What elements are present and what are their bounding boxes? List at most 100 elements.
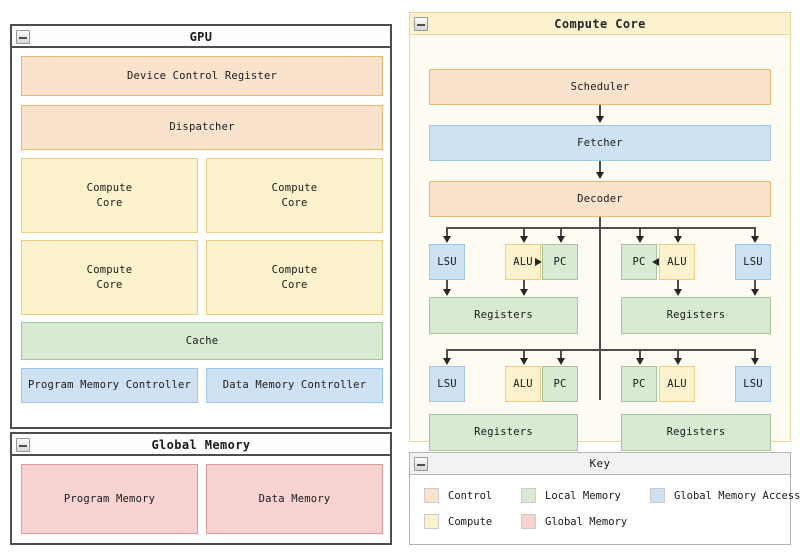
global-memory-access-swatch: [650, 488, 665, 503]
alu1-to-registers-arrow: [519, 289, 528, 296]
key-entry-global-memory: Global Memory: [521, 514, 627, 529]
lsu1-to-registers-arrow: [442, 289, 451, 296]
alu1-to-registers-line: [523, 280, 525, 291]
row1-drop-2: [523, 227, 525, 237]
row1-drop-1: [446, 227, 448, 237]
row2-drop-5: [677, 349, 679, 359]
key-label-global-memory: Global Memory: [545, 515, 628, 528]
lsu-block-4[interactable]: LSU: [735, 366, 771, 402]
pc-block-1[interactable]: PC: [542, 244, 578, 280]
key-label-global-memory-access: Global Memory Access: [674, 489, 800, 502]
row1-drop-3: [560, 227, 562, 237]
alu-block-4[interactable]: ALU: [659, 366, 695, 402]
pc-block-4[interactable]: PC: [621, 366, 657, 402]
key-panel-title: Key: [589, 457, 611, 470]
row2-arrow-5: [673, 358, 682, 365]
registers-block-3[interactable]: Registers: [429, 414, 578, 451]
global-memory-panel-body: Program Memory Data Memory: [12, 456, 390, 543]
key-entry-control: Control: [424, 488, 492, 503]
global-memory-panel: Global Memory Program Memory Data Memory: [10, 432, 392, 545]
alu2-to-registers-arrow: [673, 289, 682, 296]
gpu-panel-body: Device Control Register Dispatcher Compu…: [12, 48, 390, 427]
row2-drop-2: [523, 349, 525, 359]
compute-swatch: [424, 514, 439, 529]
program-memory-block[interactable]: Program Memory: [21, 464, 198, 534]
row1-arrow-1: [442, 236, 451, 243]
row1-arrow-5: [673, 236, 682, 243]
key-panel-body: Control Local Memory Global Memory Acces…: [410, 475, 800, 542]
control-swatch: [424, 488, 439, 503]
program-memory-controller-block[interactable]: Program Memory Controller: [21, 368, 198, 403]
row1-arrow-3: [556, 236, 565, 243]
pc-block-3[interactable]: PC: [542, 366, 578, 402]
gpu-panel-title: GPU: [189, 30, 213, 44]
minus-square-icon[interactable]: [16, 30, 30, 44]
lsu-block-2[interactable]: LSU: [735, 244, 771, 280]
row2-arrow-4: [635, 358, 644, 365]
decoder-trunk-line: [599, 217, 601, 400]
key-panel-header: Key: [410, 453, 790, 475]
data-memory-block[interactable]: Data Memory: [206, 464, 383, 534]
scheduler-block[interactable]: Scheduler: [429, 69, 771, 105]
scheduler-to-fetcher-line: [599, 105, 601, 118]
scheduler-to-fetcher-arrow: [595, 116, 604, 123]
row1-arrow-2: [519, 236, 528, 243]
compute-core-block-1[interactable]: Compute Core: [21, 158, 198, 233]
fetcher-to-decoder-line: [599, 161, 601, 174]
lsu2-to-registers-arrow: [750, 289, 759, 296]
alu-block-2[interactable]: ALU: [659, 244, 695, 280]
global-memory-panel-header: Global Memory: [12, 434, 390, 456]
row1-drop-5: [677, 227, 679, 237]
global-memory-swatch: [521, 514, 536, 529]
compute-core-panel-body: Scheduler Fetcher Decoder LS: [410, 35, 790, 451]
compute-core-block-2[interactable]: Compute Core: [206, 158, 383, 233]
row2-arrow-3: [556, 358, 565, 365]
compute-core-panel-header: Compute Core: [410, 13, 790, 35]
lsu2-to-registers-line: [754, 280, 756, 291]
alu-block-3[interactable]: ALU: [505, 366, 541, 402]
row2-arrow-6: [750, 358, 759, 365]
registers-block-4[interactable]: Registers: [621, 414, 771, 451]
key-label-control: Control: [448, 489, 493, 502]
key-label-local-memory: Local Memory: [545, 489, 621, 502]
compute-core-block-3[interactable]: Compute Core: [21, 240, 198, 315]
row2-distribution-bus: [446, 349, 754, 351]
compute-core-block-4[interactable]: Compute Core: [206, 240, 383, 315]
row2-drop-3: [560, 349, 562, 359]
alu-to-pc-arrow-1: [535, 257, 542, 266]
key-entry-local-memory: Local Memory: [521, 488, 621, 503]
local-memory-swatch: [521, 488, 536, 503]
minus-square-icon[interactable]: [414, 17, 428, 31]
key-entry-global-memory-access: Global Memory Access: [650, 488, 800, 503]
data-memory-controller-block[interactable]: Data Memory Controller: [206, 368, 383, 403]
minus-square-icon[interactable]: [16, 438, 30, 452]
row2-arrow-1: [442, 358, 451, 365]
dispatcher-block[interactable]: Dispatcher: [21, 105, 383, 150]
lsu1-to-registers-line: [446, 280, 448, 291]
row1-distribution-bus: [446, 227, 754, 229]
global-memory-panel-title: Global Memory: [151, 438, 251, 452]
key-panel: Key Control Local Memory Global Memory A…: [409, 452, 800, 545]
registers-block-1[interactable]: Registers: [429, 297, 578, 334]
decoder-block[interactable]: Decoder: [429, 181, 771, 217]
key-label-compute: Compute: [448, 515, 493, 528]
row2-arrow-2: [519, 358, 528, 365]
minus-square-icon[interactable]: [414, 457, 428, 471]
row2-drop-4: [639, 349, 641, 359]
fetcher-block[interactable]: Fetcher: [429, 125, 771, 161]
device-control-register-block[interactable]: Device Control Register: [21, 56, 383, 96]
lsu-block-3[interactable]: LSU: [429, 366, 465, 402]
compute-core-panel: Compute Core Scheduler Fetcher Decoder: [409, 12, 791, 451]
row2-drop-6: [754, 349, 756, 359]
key-entry-compute: Compute: [424, 514, 492, 529]
row1-arrow-6: [750, 236, 759, 243]
row1-drop-4: [639, 227, 641, 237]
alu-to-pc-arrow-2: [652, 257, 659, 266]
row2-drop-1: [446, 349, 448, 359]
registers-block-2[interactable]: Registers: [621, 297, 771, 334]
lsu-block-1[interactable]: LSU: [429, 244, 465, 280]
cache-block[interactable]: Cache: [21, 322, 383, 360]
compute-core-panel-title: Compute Core: [554, 17, 646, 31]
gpu-panel: GPU Device Control Register Dispatcher C…: [10, 24, 392, 429]
